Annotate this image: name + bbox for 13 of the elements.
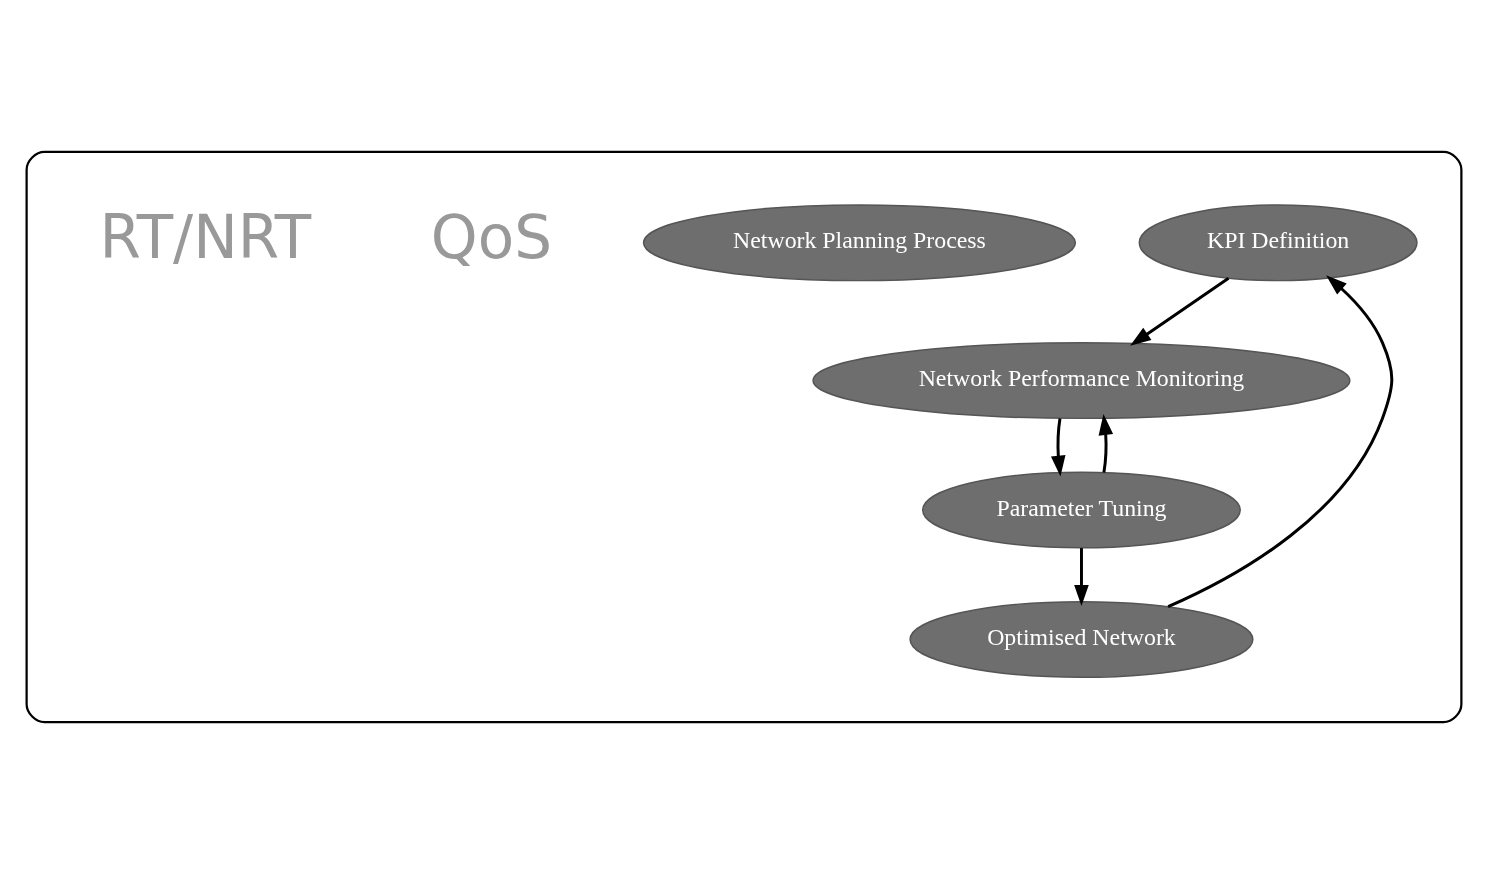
arrow <box>1050 418 1066 477</box>
label: RT/NRT <box>99 202 312 272</box>
label: QoS <box>430 202 553 272</box>
node-ellipse: Optimised Network <box>909 600 1254 679</box>
node-ellipse: Parameter Tuning <box>921 471 1241 549</box>
node-ellipse: KPI Definition <box>1138 204 1418 282</box>
node-ellipse: Network Performance Monitoring <box>812 341 1351 420</box>
arrow <box>1074 548 1089 606</box>
arrow <box>1167 275 1394 609</box>
arrow <box>1098 414 1114 473</box>
arrow <box>1130 277 1230 346</box>
node-ellipse: Network Planning Process <box>642 204 1077 282</box>
cluster <box>25 150 1463 724</box>
